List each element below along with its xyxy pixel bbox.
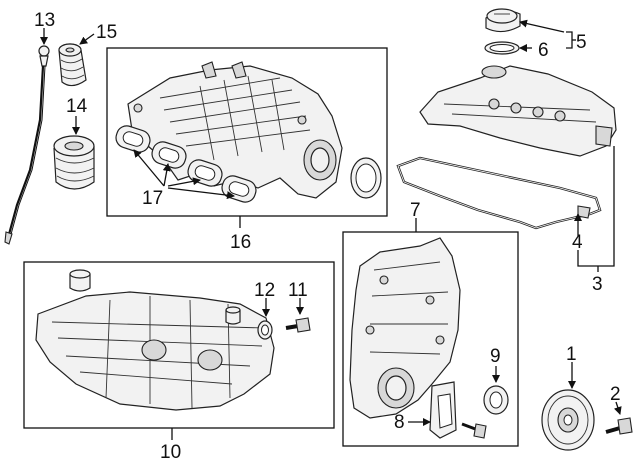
drain-plug xyxy=(285,317,311,333)
oil-filler-cap xyxy=(485,8,521,33)
tensioner-plate xyxy=(429,381,457,439)
callout-4: 4 xyxy=(572,232,583,253)
oil-pan-box xyxy=(23,261,335,429)
valve-cover xyxy=(419,65,617,157)
intake-manifold-box xyxy=(106,47,388,217)
valve-cover-gasket xyxy=(396,156,602,230)
callout-1: 1 xyxy=(566,344,577,365)
filler-cap-seal xyxy=(484,41,520,55)
callout-5: 5 xyxy=(576,32,587,53)
callout-9: 9 xyxy=(490,346,501,367)
crank-seal xyxy=(483,385,509,415)
timing-bolt xyxy=(461,422,487,439)
timing-cover xyxy=(349,237,461,419)
callout-6: 6 xyxy=(538,40,549,61)
throttle-gasket xyxy=(350,157,382,199)
callout-15: 15 xyxy=(96,22,117,43)
callout-16: 16 xyxy=(230,232,251,253)
callout-8: 8 xyxy=(394,412,405,433)
callout-17: 17 xyxy=(142,188,163,209)
oil-pan xyxy=(35,291,275,411)
callout-3: 3 xyxy=(592,274,603,295)
crankshaft-pulley xyxy=(541,389,595,451)
oil-filter-element xyxy=(58,43,87,87)
oil-filter xyxy=(53,135,95,190)
drain-plug-washer xyxy=(257,320,273,340)
callout-11: 11 xyxy=(288,280,308,301)
oil-pan-cap xyxy=(225,306,241,325)
callout-numbers: 13 15 14 5 6 4 3 17 16 7 8 9 1 2 12 11 1… xyxy=(34,10,621,463)
callout-10: 10 xyxy=(160,442,181,463)
callout-12: 12 xyxy=(254,280,275,301)
callout-14: 14 xyxy=(66,96,88,117)
oil-dipstick xyxy=(4,45,50,245)
pulley-bolt xyxy=(605,417,633,435)
callout-7: 7 xyxy=(410,200,421,221)
leader-lines xyxy=(40,19,622,440)
oil-pan-plug-cup xyxy=(69,269,91,292)
callout-2: 2 xyxy=(610,384,621,405)
callout-13: 13 xyxy=(34,10,55,31)
timing-cover-box xyxy=(342,231,519,447)
